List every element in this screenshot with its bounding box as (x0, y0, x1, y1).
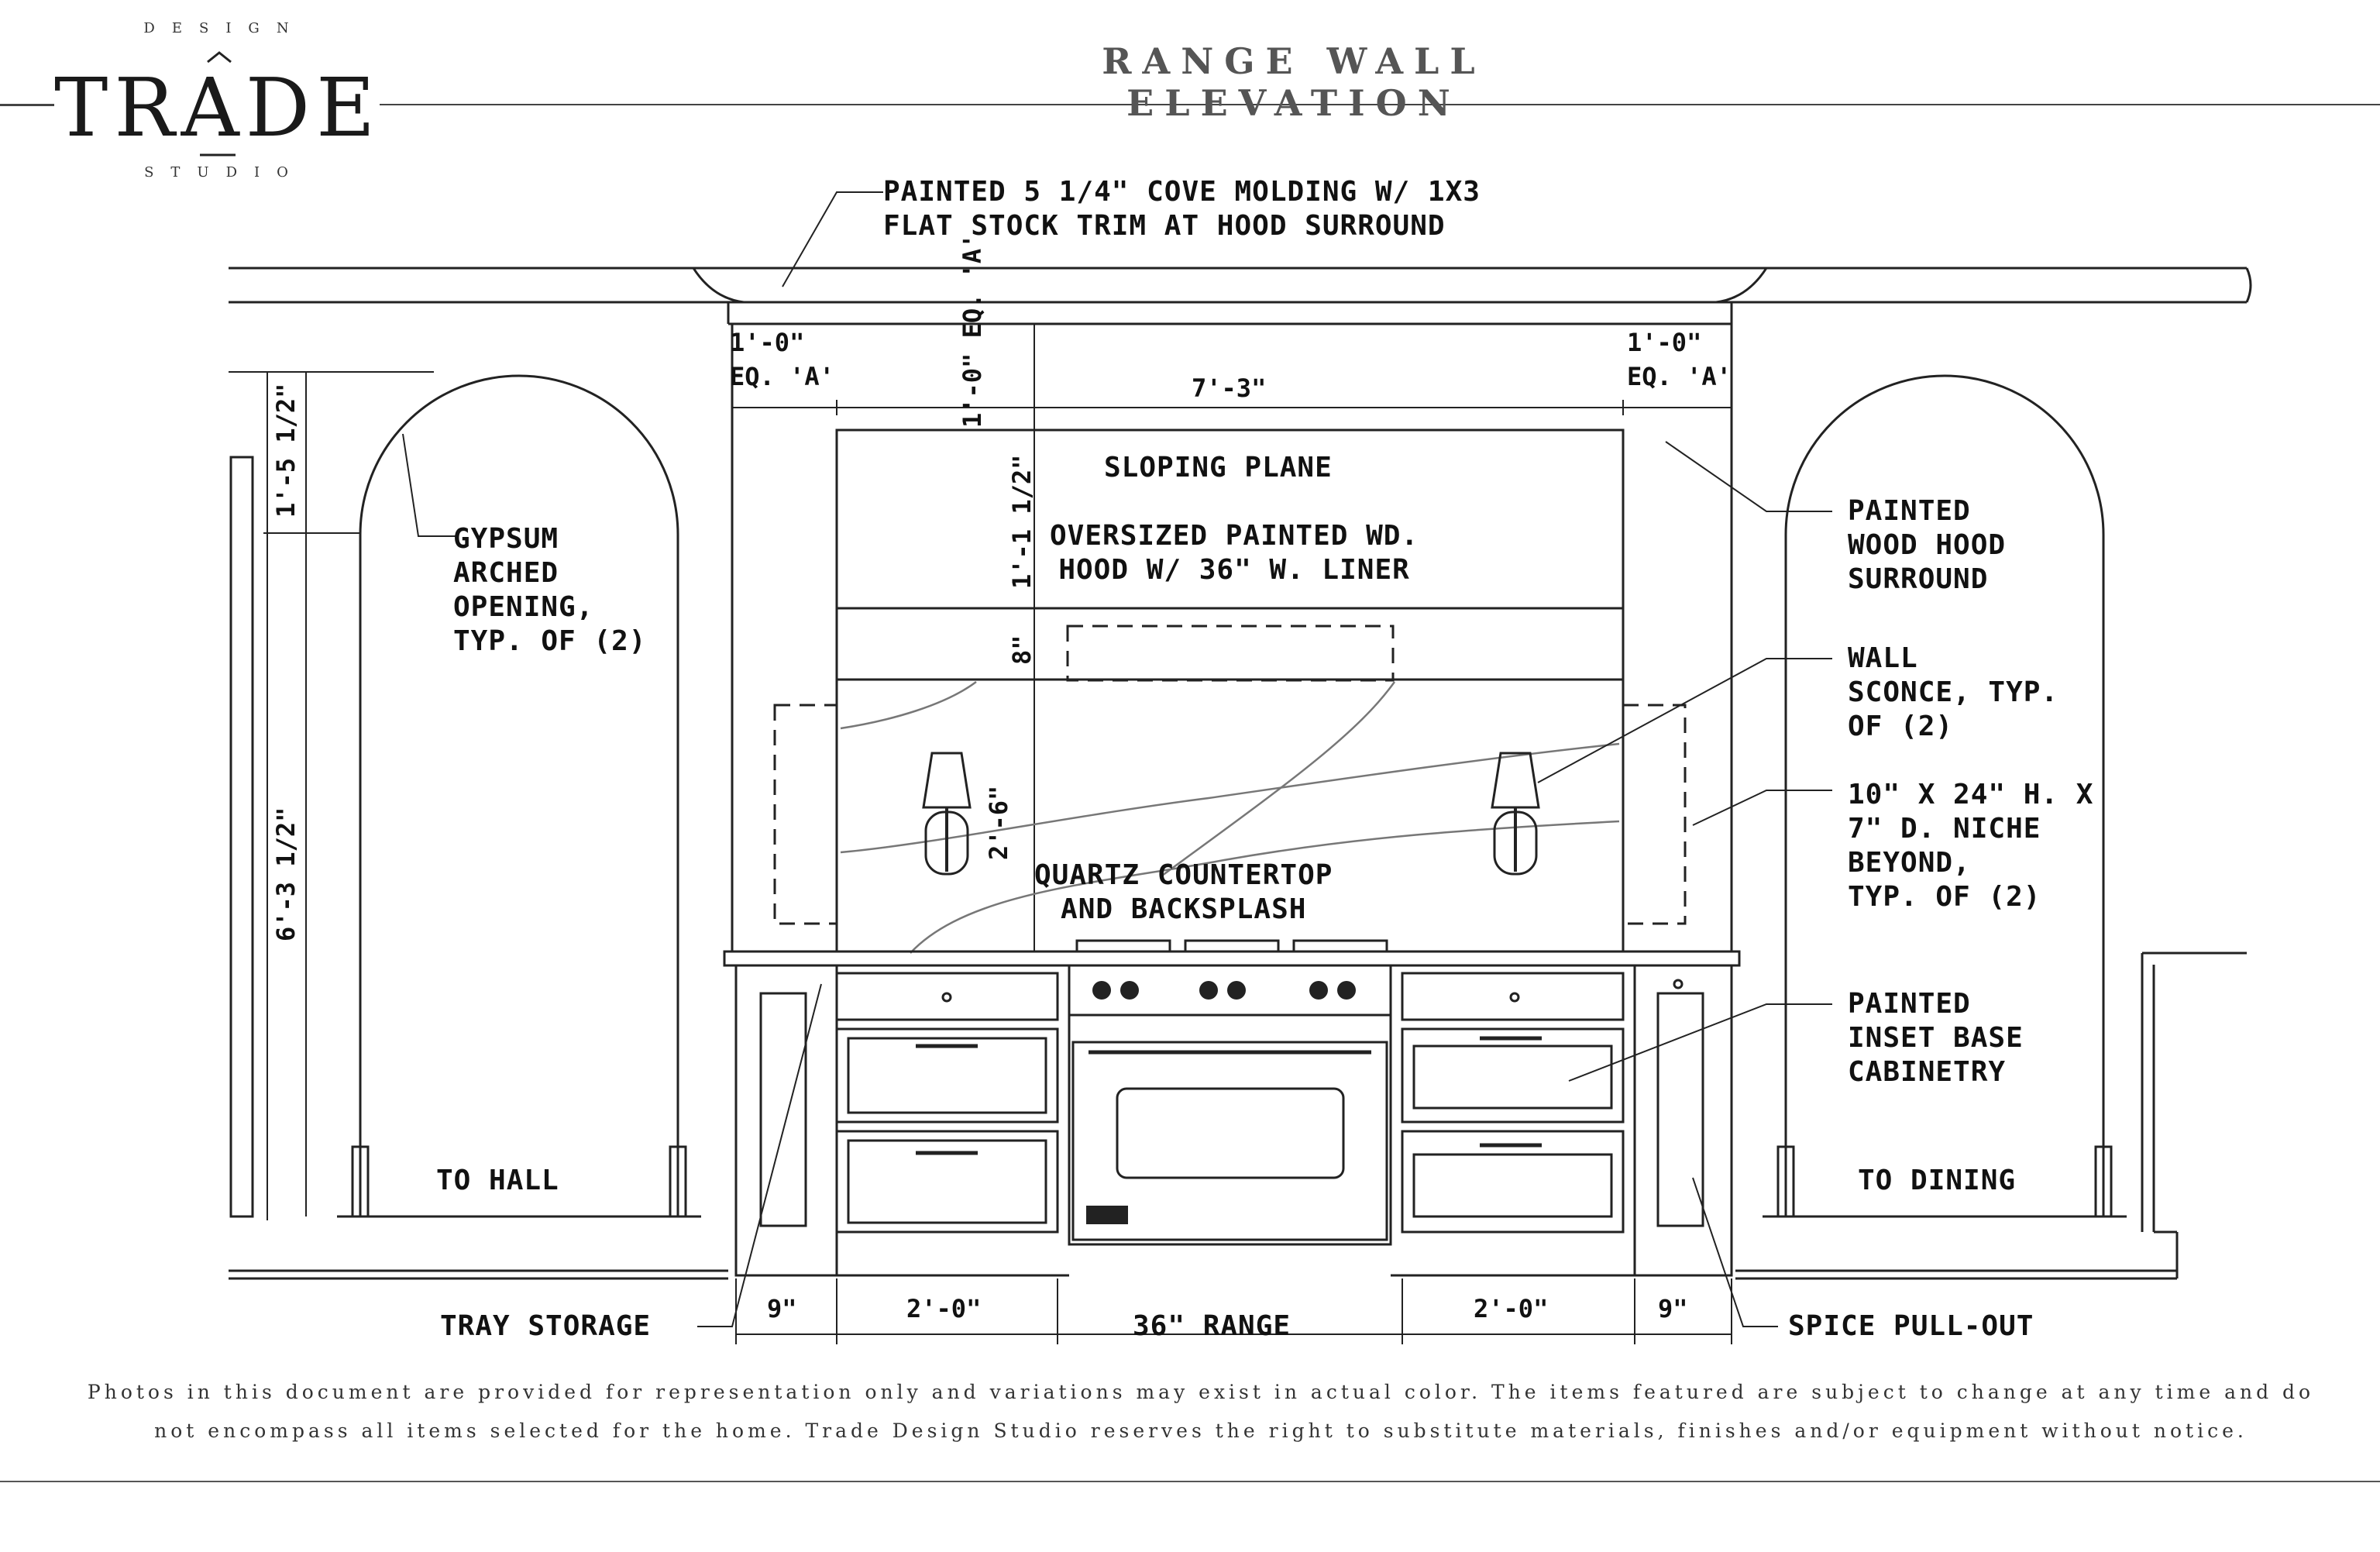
dim-hood-width: 7'-3" (1192, 373, 1267, 403)
dim-backsplash-height: 2'-6" (984, 785, 1013, 860)
quartz-label: QUARTZ COUNTERTOP AND BACKSPLASH (1034, 859, 1333, 925)
spice-pullout-label: SPICE PULL-OUT (1788, 1310, 2034, 1342)
tray-storage-label: TRAY STORAGE (440, 1310, 652, 1342)
dim-base-2-right: 2'-0" (1474, 1294, 1549, 1323)
range-label: 36" RANGE (1133, 1310, 1291, 1342)
dim-arch-top: 1'-5 1/2" (271, 383, 301, 518)
header-rule-right (380, 104, 2380, 105)
dim-liner-height: 8" (1007, 635, 1037, 665)
logo-wordmark: TRADE (53, 60, 382, 155)
dim-hood-height: 1'-1 1/2" (1007, 454, 1037, 589)
logo-top-text: DESIGN (143, 20, 306, 36)
disclaimer-text: Photos in this document are provided for… (87, 1381, 2315, 1442)
dim-arch-height: 6'-3 1/2" (271, 807, 301, 941)
wall-sconce-label: WALL SCONCE, TYP. OF (2) (1848, 642, 2059, 742)
hood-label: OVERSIZED PAINTED WD. HOOD W/ 36" W. LIN… (1050, 520, 1419, 586)
dim-base-9-right: 9" (1658, 1294, 1688, 1323)
header-rule-left (0, 104, 54, 106)
base-cabinetry-label: PAINTED INSET BASE CABINETRY (1848, 988, 2024, 1088)
dim-top-vertical: 1'-0" EQ. 'A' (958, 233, 987, 428)
dim-base-9-left: 9" (767, 1294, 797, 1323)
dim-right-eq: 1'-0" EQ. 'A' (1627, 328, 1732, 391)
page-title: RANGE WALL ELEVATION (1102, 40, 1486, 124)
hood-surround-label: PAINTED WOOD HOOD SURROUND (1848, 495, 2007, 595)
to-hall-label: TO HALL (436, 1165, 559, 1196)
niche-label: 10" X 24" H. X 7" D. NICHE BEYOND, TYP. … (1848, 779, 2094, 913)
to-dining-label: TO DINING (1858, 1165, 2017, 1196)
dim-base-2-left: 2'-0" (906, 1294, 982, 1323)
cove-molding-label: PAINTED 5 1/4" COVE MOLDING W/ 1X3 FLAT … (883, 176, 1481, 242)
sloping-plane-label: SLOPING PLANE (1104, 452, 1333, 483)
dim-left-eq: 1'-0" EQ. 'A' (730, 328, 834, 391)
gypsum-arch-label: GYPSUM ARCHED OPENING, TYP. OF (2) (453, 523, 647, 657)
logo-bottom-text: STUDIO (144, 164, 305, 181)
